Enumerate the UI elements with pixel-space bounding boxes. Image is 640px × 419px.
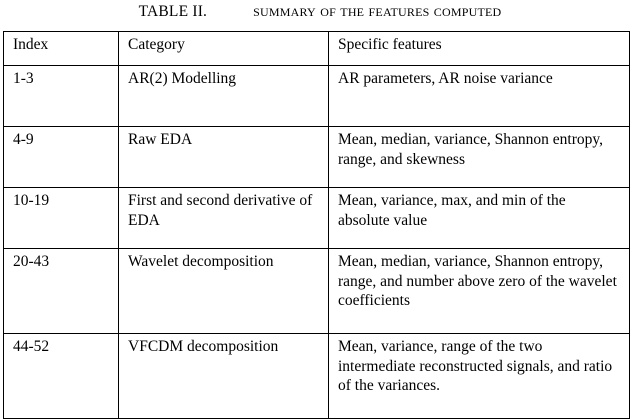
- features-table: Index Category Specific features 1-3 AR(…: [3, 31, 630, 419]
- table-row: 10-19 First and second derivative of EDA…: [3, 187, 630, 249]
- table-row: 4-9 Raw EDA Mean, median, variance, Shan…: [3, 126, 630, 188]
- column-header-specific-features: Specific features: [328, 31, 630, 66]
- cell-features: Mean, variance, range of the two interme…: [328, 333, 630, 419]
- cell-category: Wavelet decomposition: [118, 248, 329, 334]
- column-header-category: Category: [118, 31, 329, 66]
- table-row: 1-3 AR(2) Modelling AR parameters, AR no…: [3, 65, 630, 127]
- cell-features: Mean, median, variance, Shannon entropy,…: [328, 248, 630, 334]
- cell-category: VFCDM decomposition: [118, 333, 329, 419]
- cell-category: Raw EDA: [118, 126, 329, 188]
- cell-features: Mean, median, variance, Shannon entropy,…: [328, 126, 630, 188]
- table-row: 20-43 Wavelet decomposition Mean, median…: [3, 248, 630, 334]
- cell-index: 4-9: [3, 126, 119, 188]
- cell-category: First and second derivative of EDA: [118, 187, 329, 249]
- cell-index: 1-3: [3, 65, 119, 127]
- column-header-index: Index: [3, 31, 119, 66]
- table-caption: TABLE II. Summary of the features compute…: [0, 1, 640, 22]
- cell-index: 44-52: [3, 333, 119, 419]
- table-row: 44-52 VFCDM decomposition Mean, variance…: [3, 333, 630, 419]
- table-header-row: Index Category Specific features: [3, 31, 630, 66]
- features-table-container: Index Category Specific features 1-3 AR(…: [3, 31, 630, 419]
- cell-features: Mean, variance, max, and min of the abso…: [328, 187, 630, 249]
- cell-index: 20-43: [3, 248, 119, 334]
- cell-category: AR(2) Modelling: [118, 65, 329, 127]
- table-number: TABLE II.: [138, 3, 208, 20]
- table-title: Summary of the features computed: [253, 1, 502, 20]
- cell-index: 10-19: [3, 187, 119, 249]
- cell-features: AR parameters, AR noise variance: [328, 65, 630, 127]
